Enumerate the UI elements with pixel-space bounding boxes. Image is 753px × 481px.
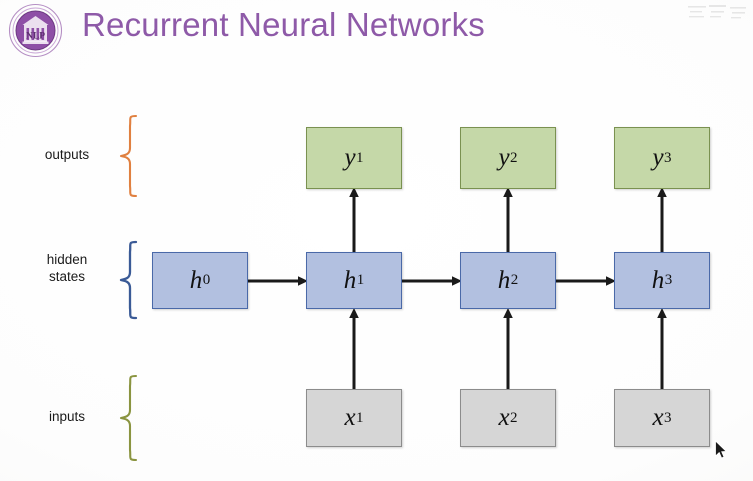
arrow-h0-to-h1 xyxy=(245,276,308,286)
node-label: x xyxy=(344,404,356,431)
node-subscript: 3 xyxy=(664,149,672,166)
arrow-x1-to-h1 xyxy=(349,308,359,393)
row-label-hidden-states: hidden states xyxy=(46,252,88,284)
mouse-cursor-icon xyxy=(715,440,728,459)
arrow-x2-to-h2 xyxy=(503,308,513,393)
page-title: Recurrent Neural Networks xyxy=(82,6,485,43)
arrow-x3-to-h3 xyxy=(657,308,667,393)
node-subscript: 1 xyxy=(356,149,364,166)
node-label: h xyxy=(651,266,665,294)
node-subscript: 3 xyxy=(664,272,673,288)
slide-header: NLP Recurrent Neural Networks xyxy=(0,0,753,68)
arrow-h2-to-y2 xyxy=(503,187,513,260)
node-label: h xyxy=(189,266,203,294)
node-label: y xyxy=(344,144,356,171)
arrow-h2-to-h3 xyxy=(553,276,616,286)
node-label: y xyxy=(652,144,664,171)
nlp-logo-icon: NLP xyxy=(8,3,63,58)
arrow-h3-to-y3 xyxy=(657,187,667,260)
node-label: x xyxy=(652,404,664,431)
node-subscript: 2 xyxy=(510,272,519,288)
arrow-h1-to-h2 xyxy=(399,276,462,286)
node-label: h xyxy=(343,266,357,294)
node-label: h xyxy=(497,266,511,294)
node-subscript: 1 xyxy=(356,409,364,426)
node-subscript: 2 xyxy=(510,149,518,166)
brace-outputs xyxy=(119,114,138,198)
node-subscript: 1 xyxy=(356,272,365,288)
row-label-outputs: outputs xyxy=(44,147,90,162)
brace-hidden-states xyxy=(119,240,138,320)
node-subscript: 0 xyxy=(202,272,211,288)
node-subscript: 2 xyxy=(510,409,518,426)
row-label-inputs: inputs xyxy=(48,409,86,424)
node-label: y xyxy=(498,144,510,171)
logo-text: NLP xyxy=(26,32,45,42)
node-subscript: 3 xyxy=(664,409,672,426)
corner-watermark xyxy=(688,5,746,19)
arrow-h1-to-y1 xyxy=(349,187,359,260)
node-label: x xyxy=(498,404,510,431)
brace-inputs xyxy=(119,374,138,462)
